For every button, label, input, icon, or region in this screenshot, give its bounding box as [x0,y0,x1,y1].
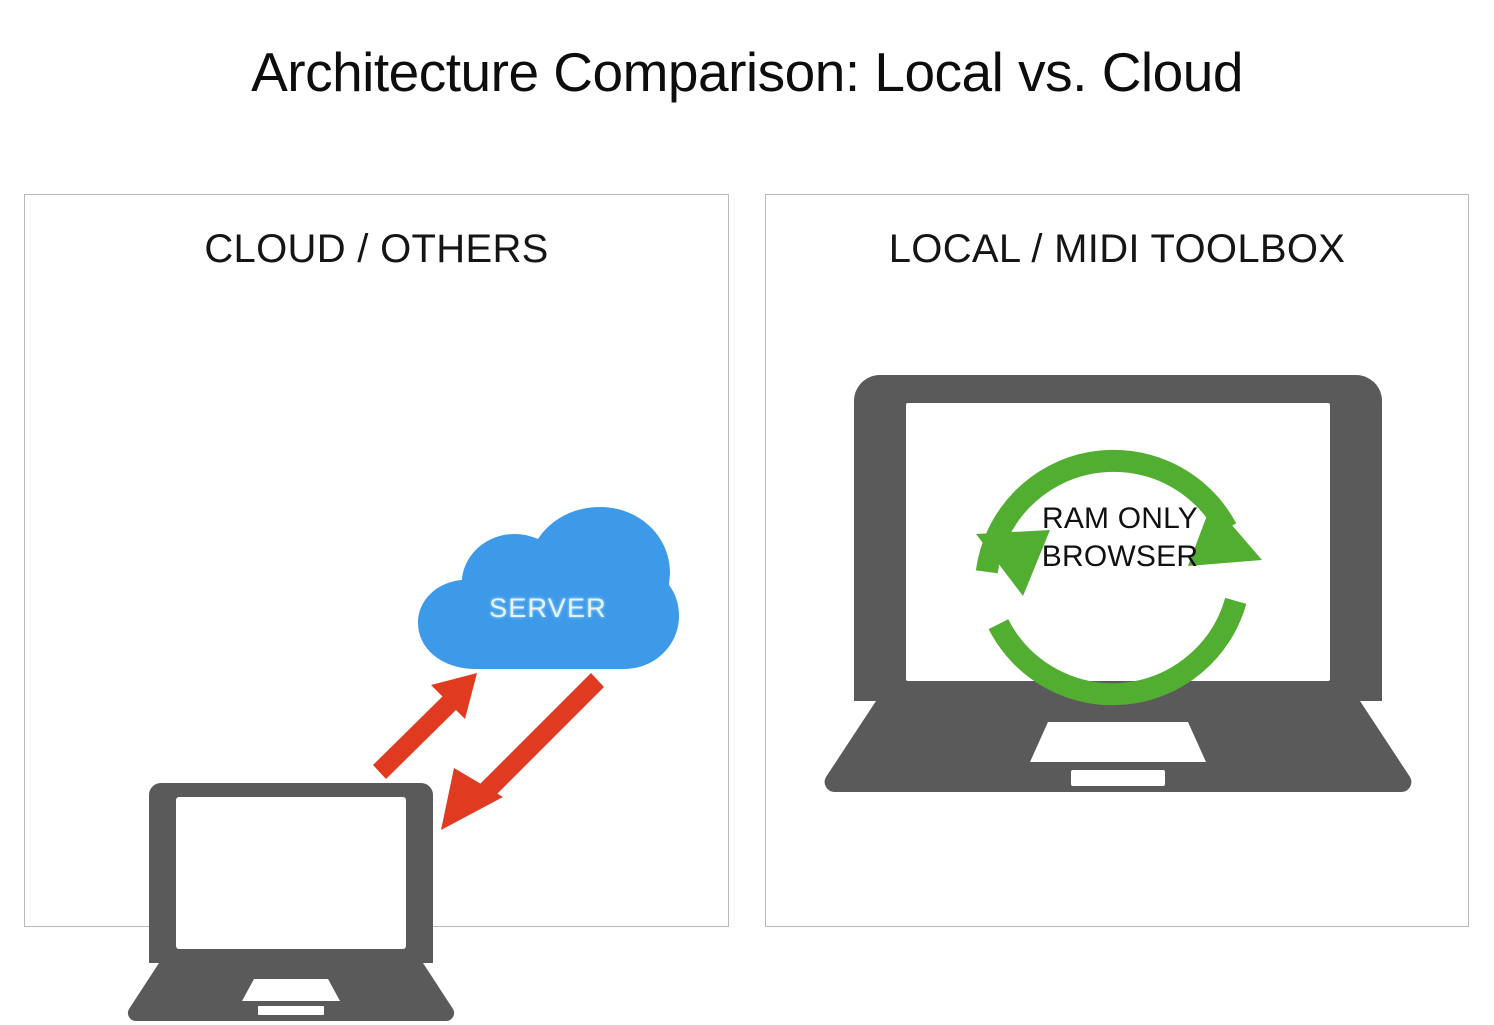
cloud-server-label: SERVER [489,593,607,623]
ram-browser-label-line2: BROWSER [1041,539,1199,573]
panel-cloud-others: CLOUD / OTHERS SERVER [24,194,729,1022]
panel-header-cloud-others: CLOUD / OTHERS [204,227,549,271]
page-title: Architecture Comparison: Local vs. Cloud [251,41,1243,103]
cloud-server-graphic: SERVER [413,507,683,677]
panel-header-local-midi-toolbox: LOCAL / MIDI TOOLBOX [888,227,1346,271]
ram-browser-label: RAM ONLY BROWSER [1010,500,1230,575]
cloud-icon [418,507,679,669]
arrow-up-icon [373,673,477,779]
refresh-cycle-icon [975,449,1247,706]
laptop-icon [824,375,1412,793]
laptop-device-ram-browser [818,370,1418,820]
laptop-icon [127,783,455,1022]
arrow-down-icon [441,673,604,830]
laptop-device-local [121,775,461,1025]
refresh-cycle-arrowheads [976,502,1262,596]
data-transfer-arrows [355,655,615,845]
ram-browser-label-line1: RAM ONLY [1041,502,1199,535]
